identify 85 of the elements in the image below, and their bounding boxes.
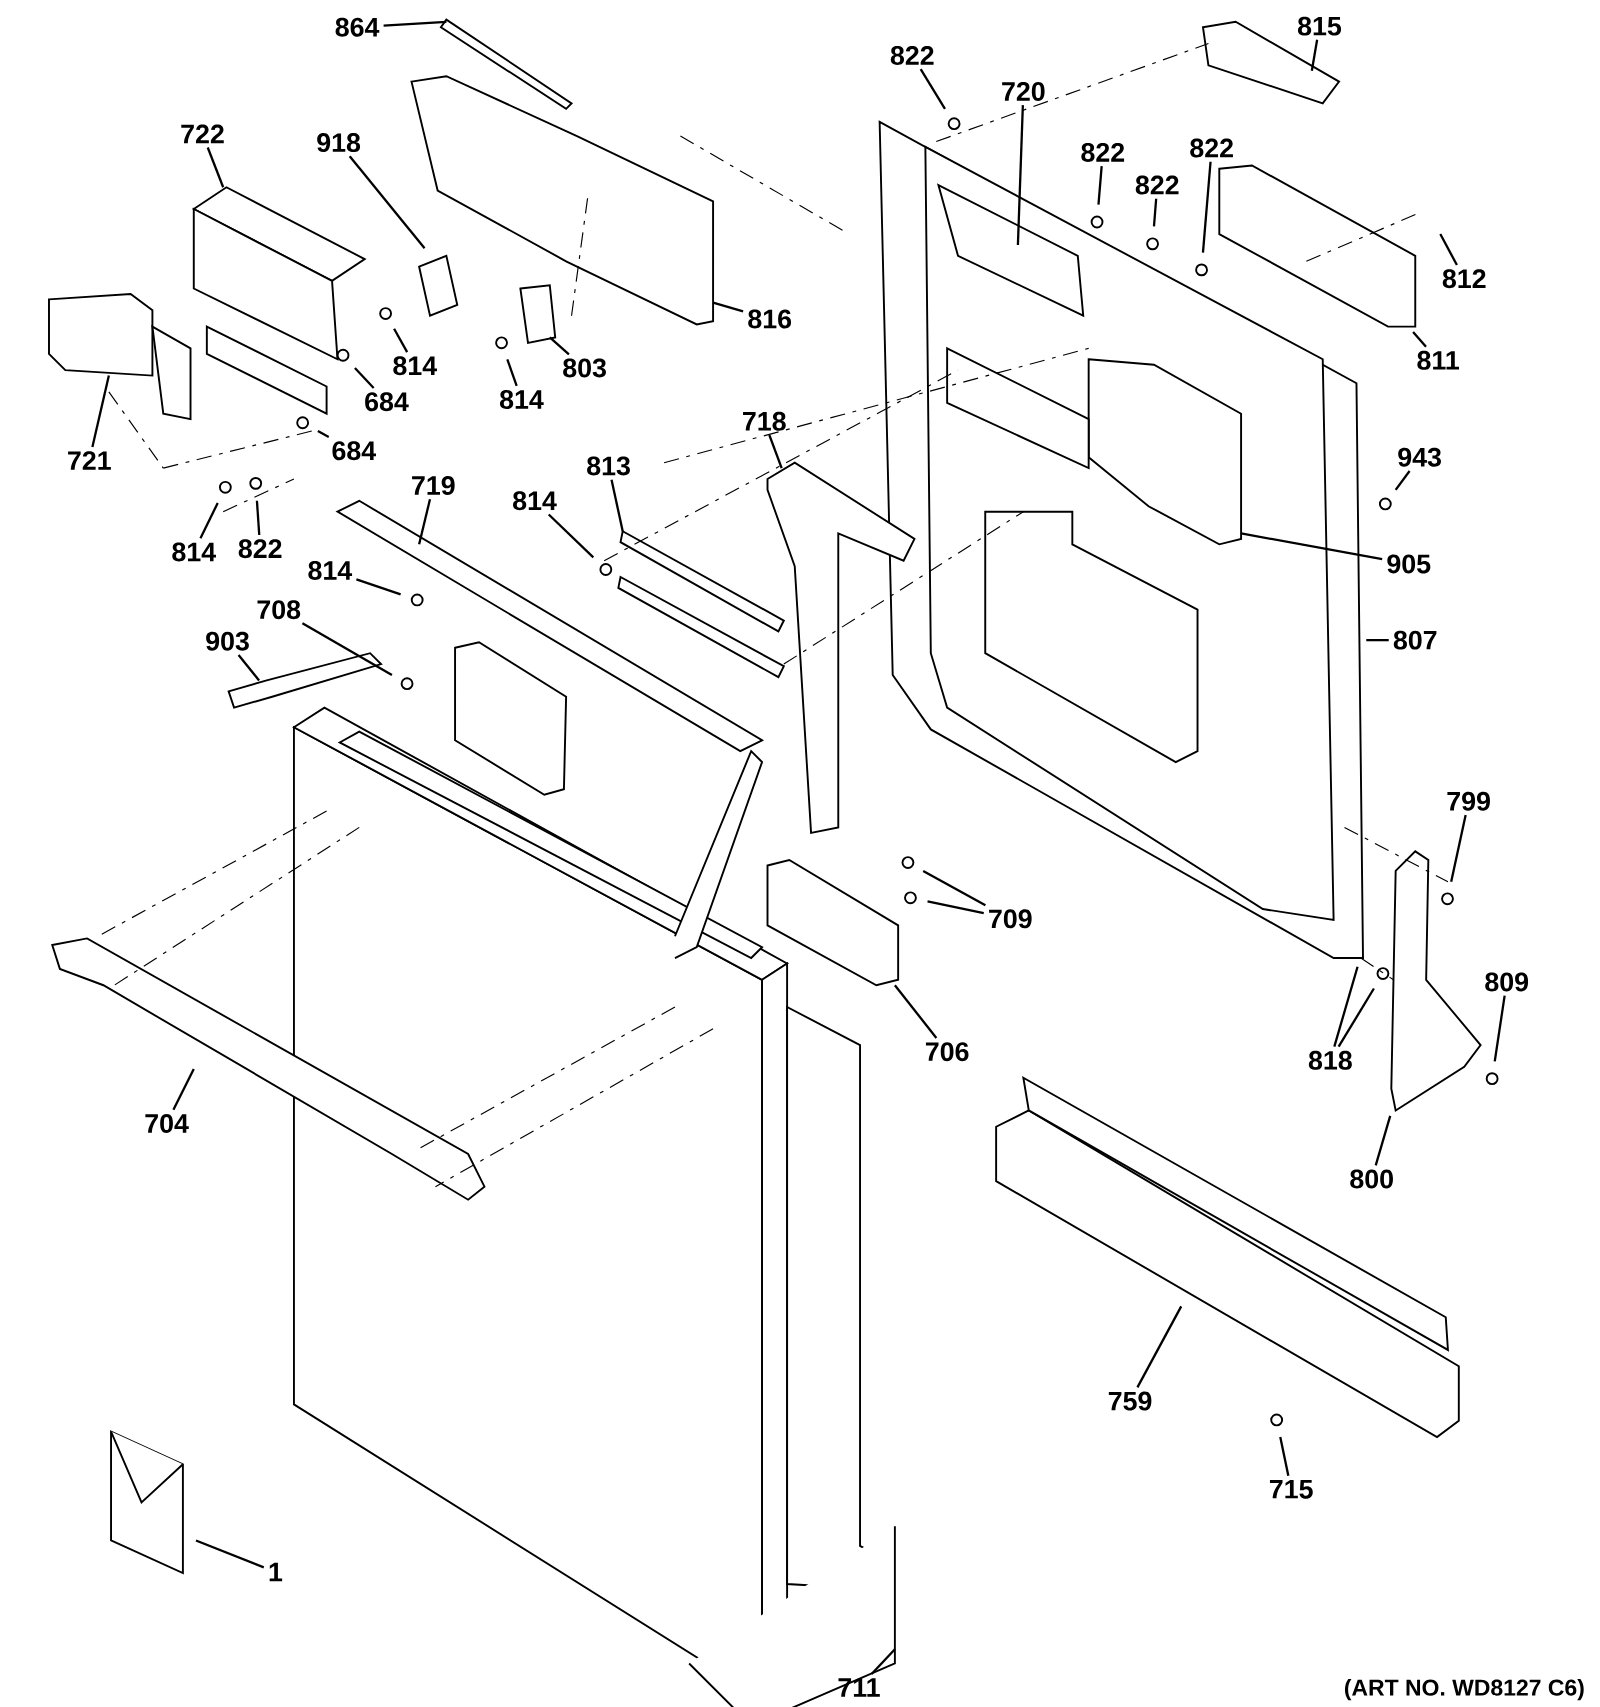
- leader-line: [206, 147, 225, 188]
- callout-number: 720: [1002, 81, 1045, 101]
- leader-line: [348, 155, 426, 249]
- leader-line: [1366, 639, 1389, 642]
- callout-number: 822: [1190, 138, 1233, 158]
- callout-number: 815: [1297, 16, 1341, 36]
- callout-number: 800: [1350, 1169, 1393, 1189]
- leader-line: [1152, 198, 1158, 227]
- leader-line: [547, 513, 594, 559]
- callout-number: 814: [172, 542, 216, 562]
- leader-line: [768, 434, 783, 469]
- callout-number: 822: [890, 46, 934, 65]
- leader-line: [355, 578, 401, 596]
- leader-line: [1374, 1115, 1392, 1166]
- callout-number: 814: [308, 560, 352, 580]
- leader-line: [927, 900, 984, 915]
- callout-number: 818: [1308, 1050, 1352, 1070]
- callout-number: 814: [512, 491, 557, 511]
- callout-number: 711: [838, 1678, 880, 1697]
- leader-line: [237, 654, 260, 682]
- callout-number: 708: [257, 600, 301, 620]
- leader-line: [610, 479, 624, 532]
- leader-line: [172, 1068, 195, 1111]
- leader-line: [1449, 814, 1467, 883]
- callout-number: 811: [1417, 350, 1459, 370]
- callout-number: 809: [1485, 972, 1528, 992]
- leader-line: [548, 336, 570, 356]
- leader-line: [506, 358, 518, 387]
- leader-line: [1201, 161, 1212, 253]
- leader-line: [1016, 105, 1024, 245]
- callout-number: 903: [205, 631, 249, 651]
- leader-line: [1279, 1436, 1290, 1476]
- leader-line: [91, 375, 110, 448]
- leader-line: [392, 328, 408, 353]
- callout-number: 814: [393, 356, 437, 376]
- callout-number: 715: [1269, 1479, 1313, 1499]
- leader-line: [1333, 966, 1359, 1047]
- leader-line: [195, 1539, 265, 1569]
- callout-number: 822: [238, 539, 282, 559]
- leader-line: [1136, 1305, 1183, 1388]
- callout-number: 684: [364, 392, 409, 412]
- callout-number: 918: [317, 133, 360, 153]
- leader-line: [301, 622, 393, 676]
- leader-line: [353, 367, 375, 389]
- leader-line: [1097, 166, 1103, 205]
- callout-number: 822: [1081, 142, 1124, 162]
- callout-number: 807: [1393, 630, 1437, 650]
- leader-line: [417, 498, 431, 545]
- callout-number: 813: [586, 456, 630, 476]
- callout-number: 722: [181, 124, 224, 144]
- callout-number: 822: [1135, 175, 1179, 195]
- callout-number: 684: [332, 441, 376, 461]
- callout-number: 721: [67, 451, 111, 470]
- leader-line: [1394, 470, 1411, 491]
- leader-line: [255, 500, 261, 536]
- leader-line: [1493, 995, 1506, 1062]
- callout-number: 759: [1108, 1391, 1152, 1411]
- callout-number: 905: [1387, 554, 1431, 574]
- callout-number: 803: [562, 358, 606, 378]
- callout-number: 704: [145, 1114, 189, 1133]
- leader-line: [1412, 331, 1427, 348]
- leader-line: [1240, 532, 1383, 561]
- leader-line: [870, 1648, 896, 1675]
- callout-number: 718: [742, 411, 786, 431]
- leader-line: [199, 502, 219, 539]
- callout-number: 799: [1447, 791, 1490, 811]
- leader-line: [712, 301, 744, 313]
- callout-number: 1: [269, 1562, 282, 1582]
- leader-line: [1337, 987, 1375, 1048]
- leader-line: [1439, 233, 1458, 266]
- leader-line: [919, 68, 946, 110]
- leader-line: [317, 430, 330, 439]
- callout-number: 709: [988, 909, 1032, 929]
- callout-number: 864: [335, 17, 380, 37]
- callout-number: 812: [1442, 269, 1486, 289]
- callout-number: 814: [499, 390, 544, 409]
- art-number: (ART NO. WD8127 C6): [1344, 1678, 1584, 1701]
- callout-number: 943: [1398, 447, 1441, 467]
- leader-line: [1310, 39, 1319, 71]
- leader-line: [893, 984, 938, 1039]
- callout-number: 719: [411, 476, 455, 496]
- leader-line: [383, 20, 447, 27]
- callout-number: 816: [748, 309, 791, 329]
- leader-line: [922, 869, 986, 907]
- callout-number: 706: [925, 1042, 969, 1062]
